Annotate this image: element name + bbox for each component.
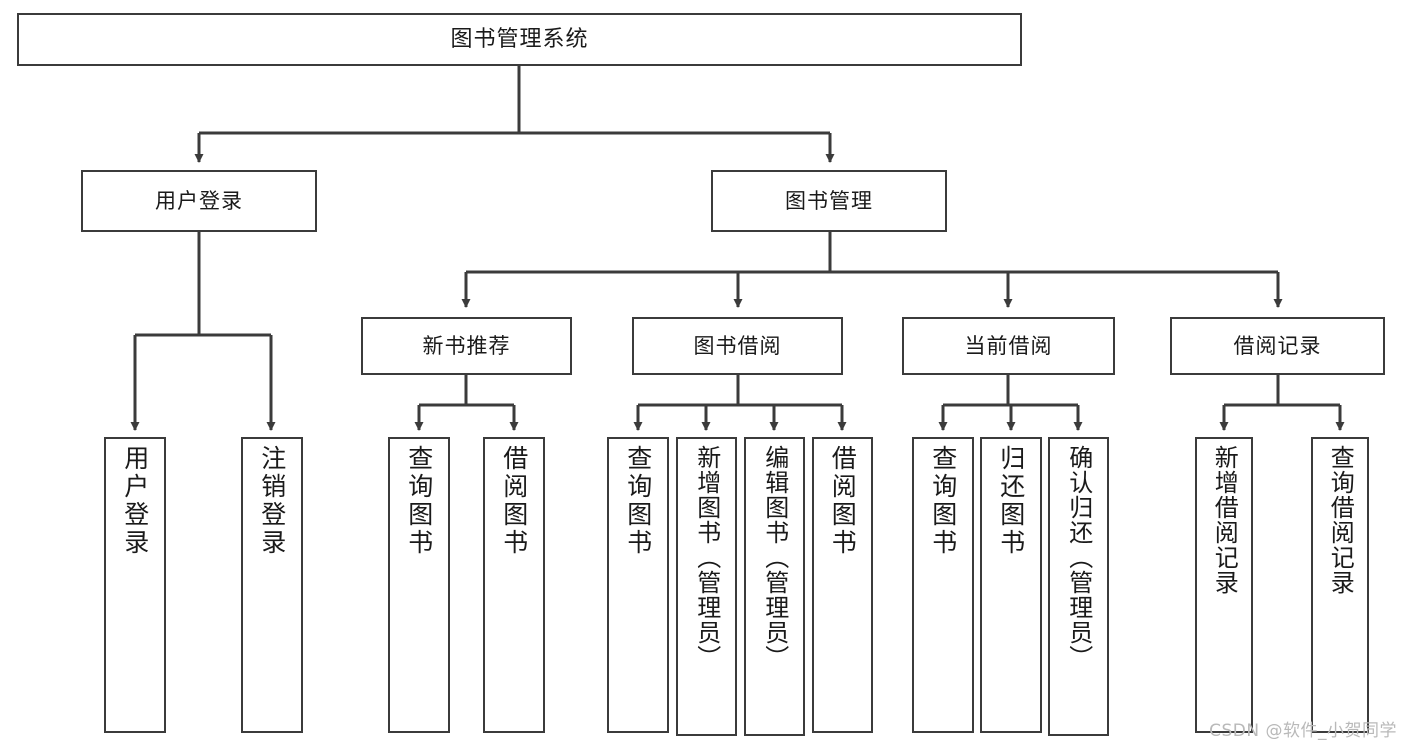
node-label: 用户登录 <box>155 188 243 213</box>
node-label: 归还图书 <box>996 445 1026 557</box>
leaf-confirm-return[interactable]: 确认归还（管理员） <box>1048 437 1109 736</box>
node-book-borrow[interactable]: 图书借阅 <box>632 317 843 375</box>
node-user-login[interactable]: 用户登录 <box>81 170 317 232</box>
leaf-borrow-book-recommend[interactable]: 借阅图书 <box>483 437 545 733</box>
node-label: 借阅记录 <box>1233 333 1322 358</box>
node-new-book-recommend[interactable]: 新书推荐 <box>361 317 572 375</box>
node-label: 查询借阅记录 <box>1326 445 1355 595</box>
node-label: 图书管理系统 <box>450 26 589 52</box>
leaf-add-borrow-record[interactable]: 新增借阅记录 <box>1195 437 1253 733</box>
leaf-edit-book[interactable]: 编辑图书（管理员） <box>744 437 805 736</box>
leaf-query-book-borrow[interactable]: 查询图书 <box>607 437 669 733</box>
node-label: 查询图书 <box>623 445 653 557</box>
node-borrow-record[interactable]: 借阅记录 <box>1170 317 1385 375</box>
node-label: 确认归还（管理员） <box>1064 445 1093 670</box>
node-label: 查询图书 <box>928 445 958 557</box>
node-label: 新增借阅记录 <box>1210 445 1239 595</box>
node-book-management[interactable]: 图书管理 <box>711 170 947 232</box>
node-root-system[interactable]: 图书管理系统 <box>17 13 1022 66</box>
node-label: 新书推荐 <box>422 333 511 358</box>
csdn-watermark: CSDN @软件_小贺同学 <box>1209 721 1397 741</box>
node-label: 新增图书（管理员） <box>692 445 721 670</box>
leaf-query-book-current[interactable]: 查询图书 <box>912 437 974 733</box>
leaf-user-login[interactable]: 用户登录 <box>104 437 166 733</box>
node-label: 借阅图书 <box>828 445 858 557</box>
node-label: 图书管理 <box>785 188 873 213</box>
leaf-query-borrow-record[interactable]: 查询借阅记录 <box>1311 437 1369 733</box>
leaf-return-book[interactable]: 归还图书 <box>980 437 1042 733</box>
node-label: 注销登录 <box>257 445 287 557</box>
node-label: 查询图书 <box>404 445 434 557</box>
node-label: 用户登录 <box>120 445 150 557</box>
node-label: 当前借阅 <box>964 333 1053 358</box>
node-current-borrow[interactable]: 当前借阅 <box>902 317 1115 375</box>
node-label: 编辑图书（管理员） <box>760 445 789 670</box>
leaf-logout-login[interactable]: 注销登录 <box>241 437 303 733</box>
node-label: 借阅图书 <box>499 445 529 557</box>
node-label: 图书借阅 <box>693 333 782 358</box>
leaf-borrow-book[interactable]: 借阅图书 <box>812 437 873 733</box>
leaf-add-book[interactable]: 新增图书（管理员） <box>676 437 737 736</box>
leaf-query-book-recommend[interactable]: 查询图书 <box>388 437 450 733</box>
